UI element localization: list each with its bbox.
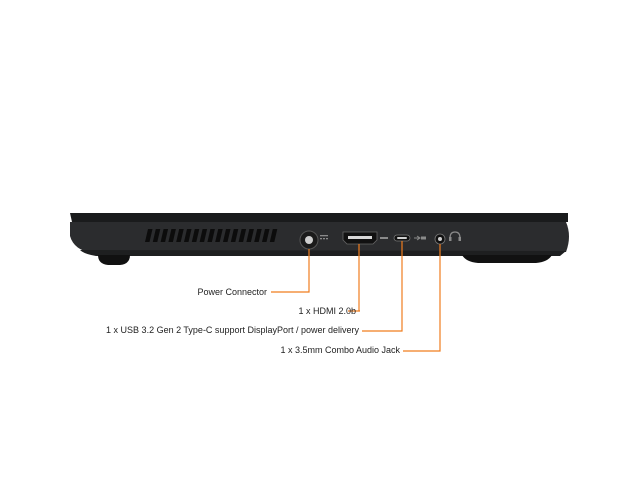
cooling-vents <box>145 229 278 242</box>
vent-slot <box>176 229 184 242</box>
callout-lines <box>271 241 441 352</box>
label-power-connector: Power Connector <box>197 287 267 297</box>
callout-line-hdmi <box>348 244 360 312</box>
vent-slot <box>230 229 239 242</box>
vent-slot <box>262 229 270 242</box>
headset-icon <box>449 231 461 241</box>
hdmi-icon <box>380 237 388 239</box>
laptop-base <box>70 222 569 253</box>
hdmi-port <box>342 231 388 245</box>
vent-slot <box>191 229 200 242</box>
vent-slot <box>168 229 176 242</box>
vent-slot <box>254 229 262 242</box>
power-jack-inner <box>305 236 313 244</box>
laptop-front-foot <box>462 255 552 263</box>
laptop-chassis <box>70 213 569 265</box>
label-audio-jack: 1 x 3.5mm Combo Audio Jack <box>280 345 400 355</box>
vent-slot <box>199 229 208 242</box>
vent-slot <box>145 229 153 242</box>
vent-slot <box>269 229 278 242</box>
vent-slot <box>246 229 254 242</box>
usb-c-port <box>393 234 426 242</box>
vent-slot <box>160 229 169 242</box>
vent-slot <box>238 229 247 242</box>
vent-slot <box>152 229 161 242</box>
laptop-rear-foot <box>98 255 130 265</box>
label-usb-c: 1 x USB 3.2 Gen 2 Type-C support Display… <box>106 325 359 335</box>
vent-slot <box>207 229 215 242</box>
laptop-lid <box>70 213 568 222</box>
vent-slot <box>215 229 223 242</box>
callout-line-audio <box>403 244 441 352</box>
usb-c-icon <box>414 235 426 241</box>
vent-slot <box>223 229 231 242</box>
callout-line-power <box>271 249 310 293</box>
power-icon <box>320 235 328 240</box>
vent-slot <box>184 229 192 242</box>
callout-line-usb-c <box>362 241 403 332</box>
laptop-base-edge <box>80 250 566 256</box>
label-hdmi: 1 x HDMI 2.0b <box>298 306 356 316</box>
